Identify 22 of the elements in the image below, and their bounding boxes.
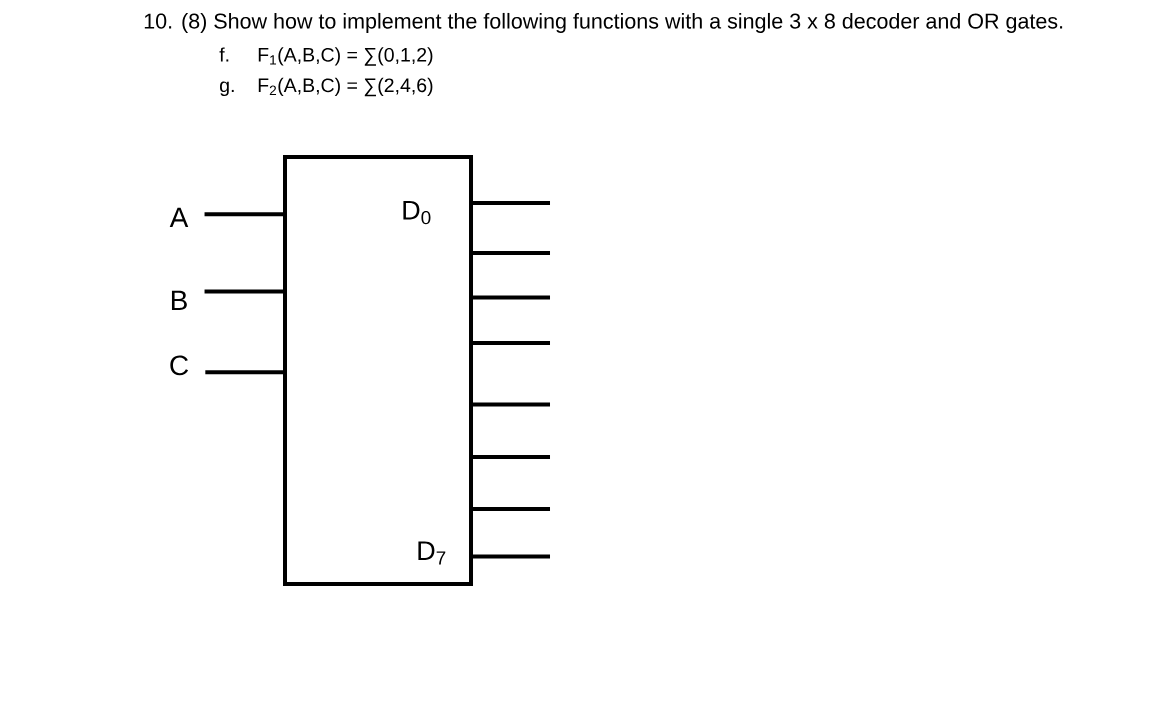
- output-line: [473, 554, 550, 559]
- list-marker: f.: [219, 47, 229, 62]
- input-label: C: [170, 355, 189, 376]
- pin-label: D$_{0}$: [403, 200, 431, 225]
- output-line: [473, 201, 550, 205]
- input-label: B: [171, 290, 187, 310]
- output-line: [473, 341, 550, 345]
- heading: 10. (8) Show how to implement the following functions with a single 3 x 8 decoder and OR gates.: [144, 12, 1063, 33]
- input-line: [204, 289, 283, 294]
- output-line: [473, 402, 550, 407]
- output-line: [473, 455, 550, 459]
- formula: F$_{1}$(A,B,C) = ∑(0,1,2): [258, 47, 433, 66]
- output-line: [473, 251, 550, 255]
- output-line: [473, 295, 550, 300]
- input-label: A: [169, 207, 189, 227]
- input-line: [205, 370, 283, 375]
- formula: F$_{2}$(A,B,C) = ∑(2,4,6): [258, 77, 433, 97]
- decoder-box: [283, 155, 473, 586]
- pin-label: D$_{7}$: [418, 541, 446, 565]
- output-line: [473, 507, 550, 511]
- input-line: [204, 212, 283, 217]
- list-marker: g.: [220, 81, 234, 97]
